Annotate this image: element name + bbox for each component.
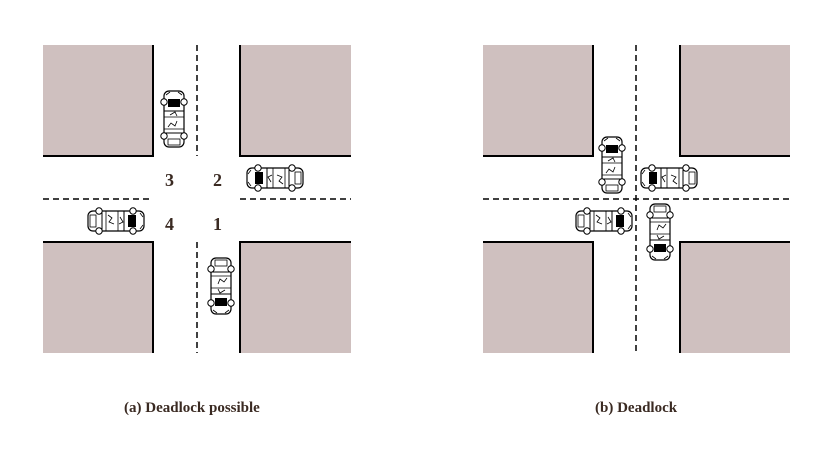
car-icon (246, 164, 304, 192)
block-bottom-right (240, 242, 351, 353)
zone-label-2: 2 (213, 170, 222, 190)
caption-deadlock-possible: (a) Deadlock possible (124, 400, 260, 416)
zone-label-3: 3 (165, 170, 174, 190)
block-top-left (43, 45, 153, 156)
zone-label-4: 4 (165, 214, 174, 234)
block-top-left (483, 45, 593, 156)
panel-b (483, 45, 790, 353)
block-top-right (240, 45, 351, 156)
block-bottom-right (680, 242, 790, 353)
car-icon (207, 257, 235, 315)
lane-markings (43, 45, 351, 353)
panel-a: 3 2 4 1 (43, 45, 351, 353)
caption-deadlock: (b) Deadlock (595, 400, 678, 416)
car-icon (160, 90, 188, 148)
block-top-right (680, 45, 790, 156)
car-icon (640, 164, 698, 192)
car-icon (575, 207, 633, 235)
block-bottom-left (483, 242, 593, 353)
zone-label-1: 1 (213, 214, 222, 234)
block-bottom-left (43, 242, 153, 353)
car-icon (87, 207, 145, 235)
car-icon (646, 203, 674, 261)
curbs (483, 45, 790, 353)
curbs (43, 45, 351, 353)
car-icon (598, 136, 626, 194)
lane-markings (483, 45, 790, 353)
